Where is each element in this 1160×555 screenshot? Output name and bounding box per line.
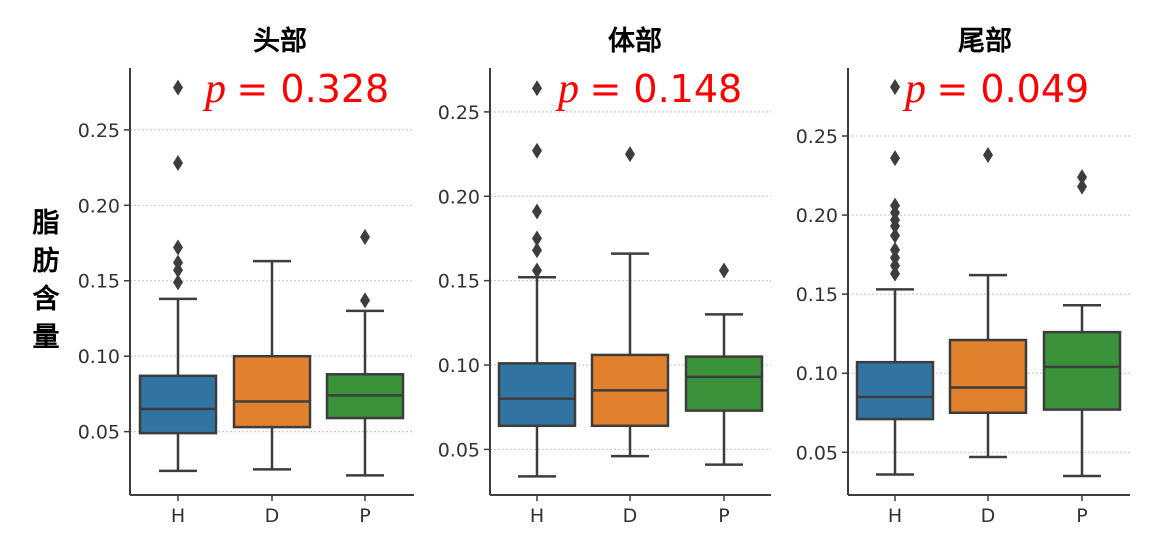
outlier-point [890, 78, 900, 95]
outlier-point [532, 230, 542, 247]
p-symbol: p [555, 66, 590, 112]
x-tick-label: P [1076, 505, 1087, 527]
x-tick-label: D [981, 505, 996, 527]
y-tick-label: 0.05 [796, 442, 838, 464]
p-symbol: p [202, 66, 237, 112]
p-value-annotation: p = 0.049 [902, 66, 1089, 112]
p-value: = 0.049 [937, 67, 1090, 111]
outlier-point [173, 254, 183, 271]
outlier-point [890, 150, 900, 167]
y-tick-label: 0.10 [78, 346, 120, 368]
y-tick-label: 0.25 [78, 120, 120, 142]
outlier-point [532, 142, 542, 159]
x-tick-label: H [171, 505, 185, 527]
panel-title: 头部 [253, 25, 307, 57]
box-P [1042, 169, 1122, 478]
box-H [855, 78, 935, 476]
iqr-box [684, 355, 764, 412]
outlier-point [890, 197, 900, 214]
outlier-point [532, 242, 542, 259]
x-tick-label: D [623, 505, 638, 527]
y-tick-label: 0.15 [438, 271, 480, 293]
outlier-point [532, 203, 542, 220]
outlier-point [1077, 178, 1087, 195]
box-P [684, 262, 764, 466]
y-tick-label: 0.10 [438, 355, 480, 377]
outlier-point [532, 262, 542, 279]
outlier-point [719, 262, 729, 279]
outlier-point [983, 146, 993, 163]
y-tick-label: 0.05 [78, 422, 120, 444]
y-tick-label: 0.15 [78, 271, 120, 293]
y-axis-label: 脂肪含量 [32, 208, 60, 353]
outlier-point [360, 228, 370, 245]
box-D [590, 146, 670, 458]
outlier-point [173, 239, 183, 256]
x-tick-label: H [888, 505, 902, 527]
box-D [948, 146, 1028, 459]
outlier-point [532, 80, 542, 97]
panel-title: 体部 [608, 25, 662, 57]
box-D [232, 259, 312, 471]
x-tick-label: P [718, 505, 729, 527]
x-tick-label: P [359, 505, 370, 527]
iqr-box [948, 338, 1028, 415]
x-tick-label: H [530, 505, 544, 527]
y-tick-label: 0.15 [796, 284, 838, 306]
x-tick-label: D [265, 505, 280, 527]
outlier-point [890, 241, 900, 258]
y-tick-label: 0.10 [796, 363, 838, 385]
iqr-box [497, 362, 577, 428]
y-tick-label: 0.25 [438, 102, 480, 124]
p-value-annotation: p = 0.148 [555, 66, 742, 112]
y-tick-label: 0.20 [438, 186, 480, 208]
outlier-point [173, 79, 183, 96]
p-value-annotation: p = 0.328 [202, 66, 389, 112]
y-tick-label: 0.25 [796, 126, 838, 148]
iqr-box [232, 354, 312, 429]
iqr-box [1042, 330, 1122, 411]
y-tick-label: 0.05 [438, 439, 480, 461]
outlier-point [1077, 169, 1087, 186]
iqr-box [855, 360, 935, 421]
y-tick-label: 0.20 [78, 195, 120, 217]
outlier-point [625, 146, 635, 163]
p-symbol: p [902, 66, 937, 112]
outlier-point [173, 274, 183, 291]
p-value: = 0.148 [590, 67, 743, 111]
y-tick-label: 0.20 [796, 205, 838, 227]
outlier-point [360, 292, 370, 309]
box-H [138, 79, 218, 473]
outlier-point [890, 227, 900, 244]
box-P [325, 228, 405, 477]
box-H [497, 80, 577, 478]
iqr-box [138, 374, 218, 435]
p-value: = 0.328 [237, 67, 390, 111]
panel-title: 尾部 [958, 25, 1012, 57]
outlier-point [173, 155, 183, 172]
